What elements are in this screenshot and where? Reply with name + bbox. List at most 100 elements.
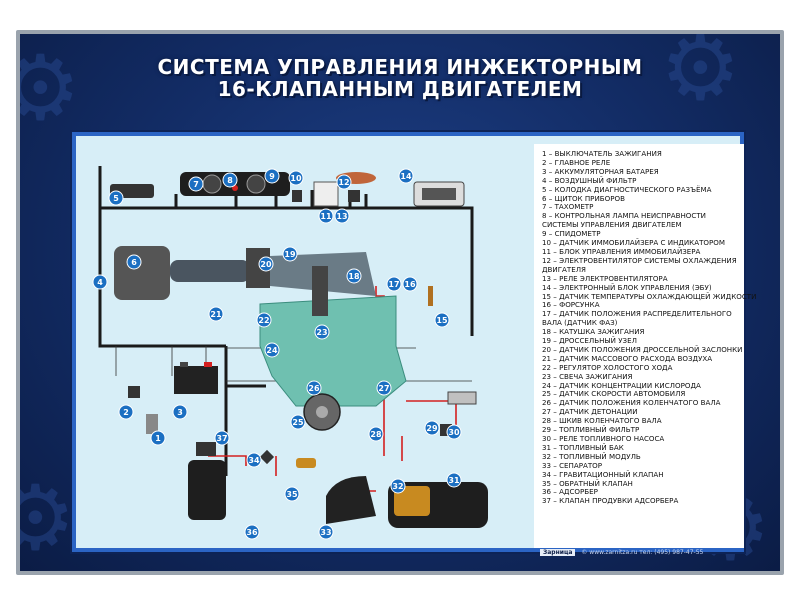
callout-28: 28 — [368, 426, 384, 442]
legend-item: 14 – ЭЛЕКТРОННЫЙ БЛОК УПРАВЛЕНИЯ (ЭБУ) — [542, 282, 712, 292]
callout-9: 9 — [264, 168, 280, 184]
svg-text:17: 17 — [388, 280, 399, 289]
poster: ⚙ ⚙ ⚙ ⚙ СИСТЕМА УПРАВЛЕНИЯ ИНЖЕКТОРНЫМ 1… — [20, 34, 780, 571]
callout-15: 15 — [434, 312, 450, 328]
purge-valve — [196, 442, 216, 456]
legend-item: 18 – КАТУШКА ЗАЖИГАНИЯ — [542, 327, 645, 337]
svg-text:28: 28 — [370, 430, 382, 439]
legend-item: 16 – ФОРСУНКА — [542, 300, 600, 310]
callout-33: 33 — [318, 524, 334, 540]
legend-item: 1 – ВЫКЛЮЧАТЕЛЬ ЗАЖИГАНИЯ — [542, 149, 662, 158]
battery — [174, 362, 218, 394]
immobilizer-unit — [313, 181, 339, 207]
ignition-switch — [146, 414, 158, 434]
callout-35: 35 — [284, 486, 300, 502]
legend-item: 13 – РЕЛЕ ЭЛЕКТРОВЕНТИЛЯТОРА — [542, 273, 668, 283]
crankshaft-pulley — [303, 393, 341, 431]
ignition-coil — [312, 266, 328, 316]
callout-23: 23 — [314, 324, 330, 340]
legend-item: 25 – ДАТЧИК СКОРОСТИ АВТОМОБИЛЯ — [542, 389, 686, 399]
main-relay — [128, 386, 140, 398]
legend-item: 5 – КОЛОДКА ДИАГНОСТИЧЕСКОГО РАЗЪЁМА — [542, 184, 712, 194]
wiring-harness — [98, 166, 474, 476]
svg-text:23: 23 — [316, 328, 327, 337]
svg-text:32: 32 — [392, 482, 403, 491]
callout-17: 17 — [386, 276, 402, 292]
fuel-filter — [447, 391, 477, 405]
gravity-valve — [296, 458, 316, 468]
air-filter — [114, 246, 170, 300]
callout-8: 8 — [222, 172, 238, 188]
legend-item: 35 – ОБРАТНЫЙ КЛАПАН — [542, 478, 633, 488]
gear-icon: ⚙ — [20, 466, 76, 571]
svg-text:18: 18 — [348, 272, 360, 281]
callout-4: 4 — [92, 274, 108, 290]
svg-text:35: 35 — [286, 490, 298, 499]
callout-7: 7 — [188, 176, 204, 192]
callout-30: 30 — [446, 424, 462, 440]
legend-item: 36 – АДСОРБЕР — [542, 487, 598, 497]
adsorber — [188, 460, 226, 520]
intake-duct — [170, 260, 250, 282]
separator — [326, 476, 376, 524]
callout-12: 12 — [336, 174, 352, 190]
svg-text:12: 12 — [338, 178, 349, 187]
callout-16: 16 — [402, 276, 418, 292]
legend-item: 10 – ДАТЧИК ИММОБИЛАЙЗЕРА С ИНДИКАТОРОМ — [542, 238, 725, 248]
legend-item: 31 – ТОПЛИВНЫЙ БАК — [542, 442, 624, 452]
callout-3: 3 — [172, 404, 188, 420]
footer: Зарница © www.zarnitza.ru тел: (495) 987… — [540, 549, 770, 561]
ecu — [413, 181, 465, 207]
legend-item: 30 – РЕЛЕ ТОПЛИВНОГО НАСОСА — [542, 434, 665, 443]
callout-25: 25 — [290, 414, 306, 430]
svg-text:22: 22 — [258, 316, 269, 325]
callout-22: 22 — [256, 312, 272, 328]
svg-text:31: 31 — [448, 476, 460, 485]
callout-21: 21 — [208, 306, 224, 322]
svg-text:9: 9 — [269, 172, 275, 181]
legend-item: 2 – ГЛАВНОЕ РЕЛЕ — [542, 157, 611, 167]
callout-29: 29 — [424, 420, 440, 436]
svg-text:27: 27 — [378, 384, 389, 393]
legend-item: 23 – СВЕЧА ЗАЖИГАНИЯ — [542, 371, 633, 381]
legend-item: 8 – КОНТРОЛЬНАЯ ЛАМПА НЕИСПРАВНОСТИ СИСТ… — [542, 211, 706, 230]
legend-item: 19 – ДРОССЕЛЬНЫЙ УЗЕЛ — [542, 336, 637, 346]
svg-text:2: 2 — [123, 408, 129, 417]
fan-relay — [348, 190, 360, 202]
legend-item: 32 – ТОПЛИВНЫЙ МОДУЛЬ — [542, 451, 641, 461]
svg-text:1: 1 — [155, 434, 161, 443]
callout-2: 2 — [118, 404, 134, 420]
gear-icon: ⚙ — [20, 36, 81, 141]
svg-text:21: 21 — [210, 310, 222, 319]
gear-icon: ⚙ — [660, 34, 741, 121]
svg-text:36: 36 — [246, 528, 258, 537]
title-line-2: 16-КЛАПАННЫМ ДВИГАТЕЛЕМ — [217, 77, 583, 101]
coolant-temp-sensor — [428, 286, 433, 306]
footer-text: © www.zarnitza.ru тел: (495) 987-47-55 — [581, 549, 704, 556]
callout-19: 19 — [282, 246, 298, 262]
legend-item: 17 – ДАТЧИК ПОЛОЖЕНИЯ РАСПРЕДЕЛИТЕЛЬНОГО… — [542, 309, 732, 328]
legend-item: 6 – ЩИТОК ПРИБОРОВ — [542, 193, 625, 203]
callout-26: 26 — [306, 380, 322, 396]
svg-text:7: 7 — [193, 180, 199, 189]
callout-32: 32 — [390, 478, 406, 494]
svg-text:4: 4 — [97, 278, 103, 287]
brand-logo: Зарница — [540, 549, 576, 556]
legend-item: 27 – ДАТЧИК ДЕТОНАЦИИ — [542, 407, 638, 417]
svg-text:3: 3 — [177, 408, 183, 417]
poster-title: СИСТЕМА УПРАВЛЕНИЯ ИНЖЕКТОРНЫМ 16-КЛАПАН… — [20, 56, 780, 100]
legend-item: 21 – ДАТЧИК МАССОВОГО РАСХОДА ВОЗДУХА — [542, 353, 713, 363]
svg-text:5: 5 — [113, 194, 119, 203]
svg-text:13: 13 — [336, 212, 347, 221]
legend-item: 15 – ДАТЧИК ТЕМПЕРАТУРЫ ОХЛАЖДАЮЩЕЙ ЖИДК… — [542, 291, 757, 301]
callout-6: 6 — [126, 254, 142, 270]
legend-item: 34 – ГРАВИТАЦИОННЫЙ КЛАПАН — [542, 469, 664, 479]
svg-text:30: 30 — [448, 428, 460, 437]
svg-text:10: 10 — [290, 174, 302, 183]
svg-text:34: 34 — [248, 456, 260, 465]
legend-item: 4 – ВОЗДУШНЫЙ ФИЛЬТР — [542, 175, 637, 185]
svg-text:29: 29 — [426, 424, 438, 433]
